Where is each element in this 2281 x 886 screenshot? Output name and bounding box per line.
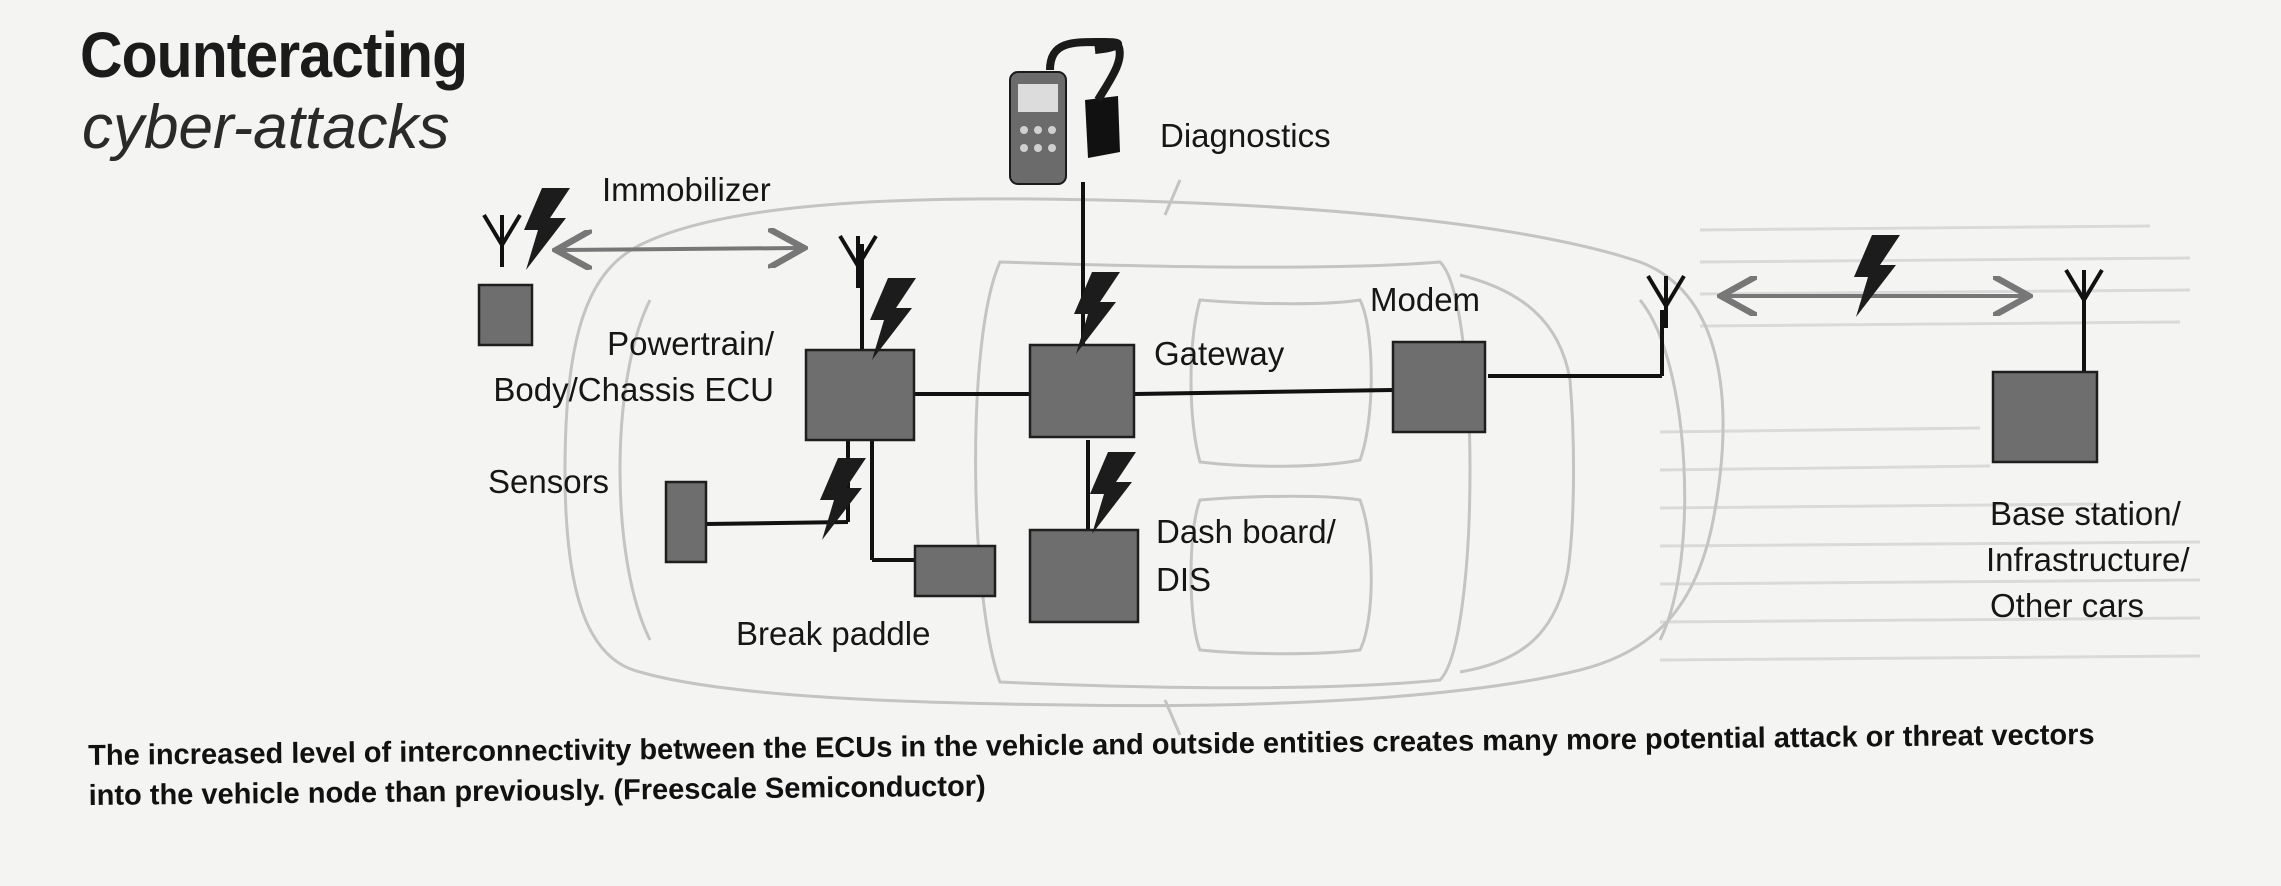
immobilizer-label: Immobilizer [602, 171, 771, 208]
powertrain-ecu-box [804, 348, 916, 442]
break-paddle-box [913, 544, 997, 598]
background-print-texture [1659, 224, 2201, 662]
dashboard-label-line1: Dash board/ [1156, 513, 1336, 550]
powertrain-label-line1: Powertrain/ [607, 325, 774, 362]
gateway-label: Gateway [1154, 335, 1285, 372]
ecu-antenna-icon [838, 234, 878, 290]
dashboard-label-line2: DIS [1156, 561, 1212, 598]
dashboard-attack-bolt-icon [1090, 452, 1136, 534]
powertrain-attack-bolt-icon [870, 278, 916, 360]
network-wiring [705, 182, 2086, 562]
immobilizer-attack-bolt-icon [524, 188, 570, 270]
powertrain-label-line2: Body/Chassis ECU [493, 371, 774, 408]
sensors-box [664, 480, 708, 564]
modem-box [1391, 340, 1487, 434]
base-station-label-line2: Infrastructure/ [1986, 541, 2190, 578]
gateway-box [1028, 343, 1136, 439]
external-link-attack-bolt-icon [1854, 235, 1900, 317]
base-station-box [1991, 370, 2099, 464]
gateway-attack-bolt-icon [1074, 272, 1120, 354]
immobilizer-wireless-arrow [560, 248, 800, 250]
break-paddle-label: Break paddle [736, 615, 931, 652]
base-station-label-line1: Base station/ [1990, 495, 2181, 532]
immobilizer-antenna-icon [482, 213, 522, 269]
modem-label: Modem [1370, 281, 1481, 318]
sensor-bus-attack-bolt-icon [820, 458, 866, 540]
title-subtitle: cyber-attacks [82, 93, 450, 162]
base-station-label-line3: Other cars [1990, 587, 2145, 624]
obd-scanner-icon [1009, 37, 1124, 185]
diagnostics-label: Diagnostics [1160, 117, 1331, 154]
car-outline [563, 179, 1725, 736]
immobilizer-box [477, 283, 534, 347]
dashboard-box [1028, 528, 1140, 624]
base-station-antenna-icon [2064, 268, 2104, 324]
sensors-label: Sensors [488, 463, 610, 500]
title-main: Counteracting [80, 19, 468, 91]
